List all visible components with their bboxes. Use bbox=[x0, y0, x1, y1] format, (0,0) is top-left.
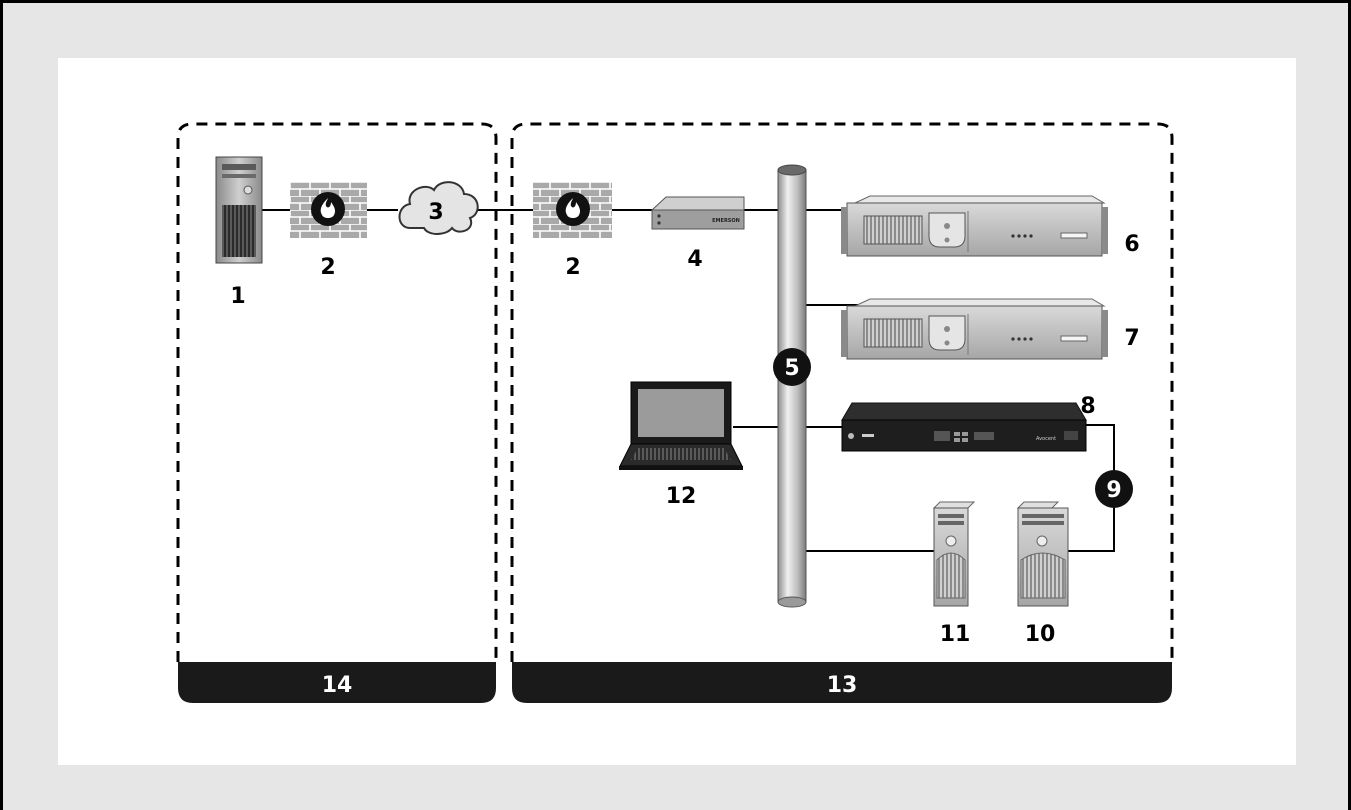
label-12: 12 bbox=[666, 484, 697, 509]
label-6: 6 bbox=[1124, 232, 1139, 257]
badge-9: 9 bbox=[1095, 470, 1133, 508]
firewall-icon bbox=[290, 182, 367, 238]
rack-server-icon bbox=[841, 195, 1108, 257]
rack-server-icon bbox=[841, 298, 1108, 360]
zone-14: 14 bbox=[176, 122, 498, 703]
cloud-icon: 3 bbox=[398, 181, 479, 235]
badge-5: 5 bbox=[773, 348, 811, 386]
label-4: 4 bbox=[687, 247, 702, 272]
laptop-icon bbox=[619, 381, 743, 470]
label-9: 9 bbox=[1106, 478, 1121, 503]
zone-bar-13 bbox=[512, 662, 1172, 703]
kvm-brand: EMERSON bbox=[712, 218, 740, 224]
server-tower-icon bbox=[932, 501, 976, 607]
zone-label-14: 14 bbox=[322, 673, 353, 698]
label-3: 3 bbox=[428, 200, 443, 225]
label-1: 1 bbox=[230, 284, 245, 309]
firewall-icon bbox=[533, 182, 612, 238]
appliance-brand: Avocent bbox=[1036, 436, 1056, 442]
zone-label-13: 13 bbox=[827, 673, 858, 698]
kvm-switch-icon: EMERSON bbox=[650, 196, 745, 230]
zone-13: 13 bbox=[510, 122, 1174, 703]
server-tower-icon bbox=[215, 156, 263, 264]
label-8: 8 bbox=[1080, 394, 1095, 419]
zone-bar-14 bbox=[178, 662, 496, 703]
appliance-icon: Avocent bbox=[841, 402, 1087, 452]
label-5: 5 bbox=[784, 356, 799, 381]
label-7: 7 bbox=[1124, 326, 1139, 351]
server-tower-icon bbox=[1016, 501, 1069, 607]
label-2-left: 2 bbox=[320, 255, 335, 280]
label-10: 10 bbox=[1025, 622, 1056, 647]
label-2-right: 2 bbox=[565, 255, 580, 280]
label-11: 11 bbox=[940, 622, 971, 647]
